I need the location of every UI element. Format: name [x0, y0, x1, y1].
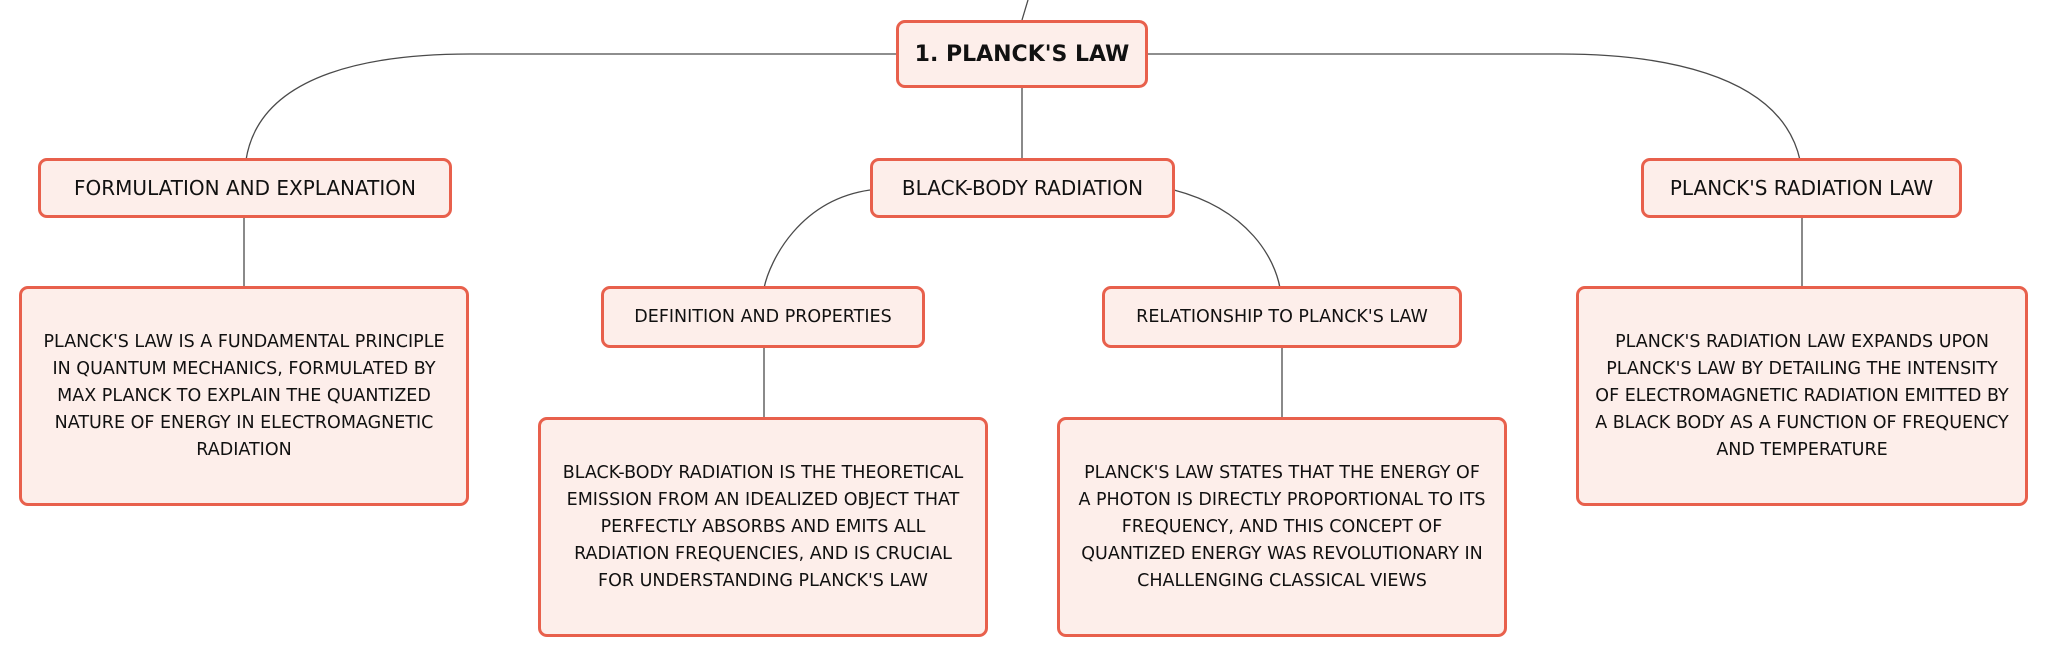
connector-top-stub — [1021, 0, 1029, 21]
connector-black-body-to-definition — [763, 189, 871, 289]
branch-radiation-law-node[interactable]: PLANCK'S RADIATION LAW — [1641, 158, 1962, 218]
definition-text: BLACK-BODY RADIATION IS THE THEORETICAL … — [562, 462, 964, 591]
relationship-label: RELATIONSHIP TO PLANCK'S LAW — [1136, 307, 1428, 327]
radiation-law-text-node[interactable]: PLANCK'S RADIATION LAW EXPANDS UPON PLAN… — [1576, 286, 2028, 506]
definition-text-node[interactable]: BLACK-BODY RADIATION IS THE THEORETICAL … — [538, 417, 988, 637]
branch-black-body-label: BLACK-BODY RADIATION — [901, 176, 1144, 200]
radiation-law-text: PLANCK'S RADIATION LAW EXPANDS UPON PLAN… — [1595, 331, 2009, 460]
branch-radiation-law-label: PLANCK'S RADIATION LAW — [1669, 176, 1934, 200]
formulation-text-node[interactable]: PLANCK'S LAW IS A FUNDAMENTAL PRINCIPLE … — [19, 286, 469, 506]
branch-black-body-node[interactable]: BLACK-BODY RADIATION — [870, 158, 1175, 218]
root-title: 1. PLANCK'S LAW — [914, 41, 1130, 67]
branch-formulation-label: FORMULATION AND EXPLANATION — [74, 176, 416, 200]
connector-black-body-to-relationship — [1173, 189, 1281, 289]
connector-root-to-radiation-law — [1147, 53, 1801, 161]
branch-formulation-node[interactable]: FORMULATION AND EXPLANATION — [38, 158, 452, 218]
relationship-text: PLANCK'S LAW STATES THAT THE ENERGY OF A… — [1078, 462, 1486, 591]
definition-properties-node[interactable]: DEFINITION AND PROPERTIES — [601, 286, 925, 348]
relationship-text-node[interactable]: PLANCK'S LAW STATES THAT THE ENERGY OF A… — [1057, 417, 1507, 637]
root-node[interactable]: 1. PLANCK'S LAW — [896, 20, 1148, 88]
connector-root-to-formulation — [245, 53, 898, 161]
formulation-text: PLANCK'S LAW IS A FUNDAMENTAL PRINCIPLE … — [43, 331, 445, 460]
relationship-node[interactable]: RELATIONSHIP TO PLANCK'S LAW — [1102, 286, 1462, 348]
definition-properties-label: DEFINITION AND PROPERTIES — [634, 307, 892, 327]
